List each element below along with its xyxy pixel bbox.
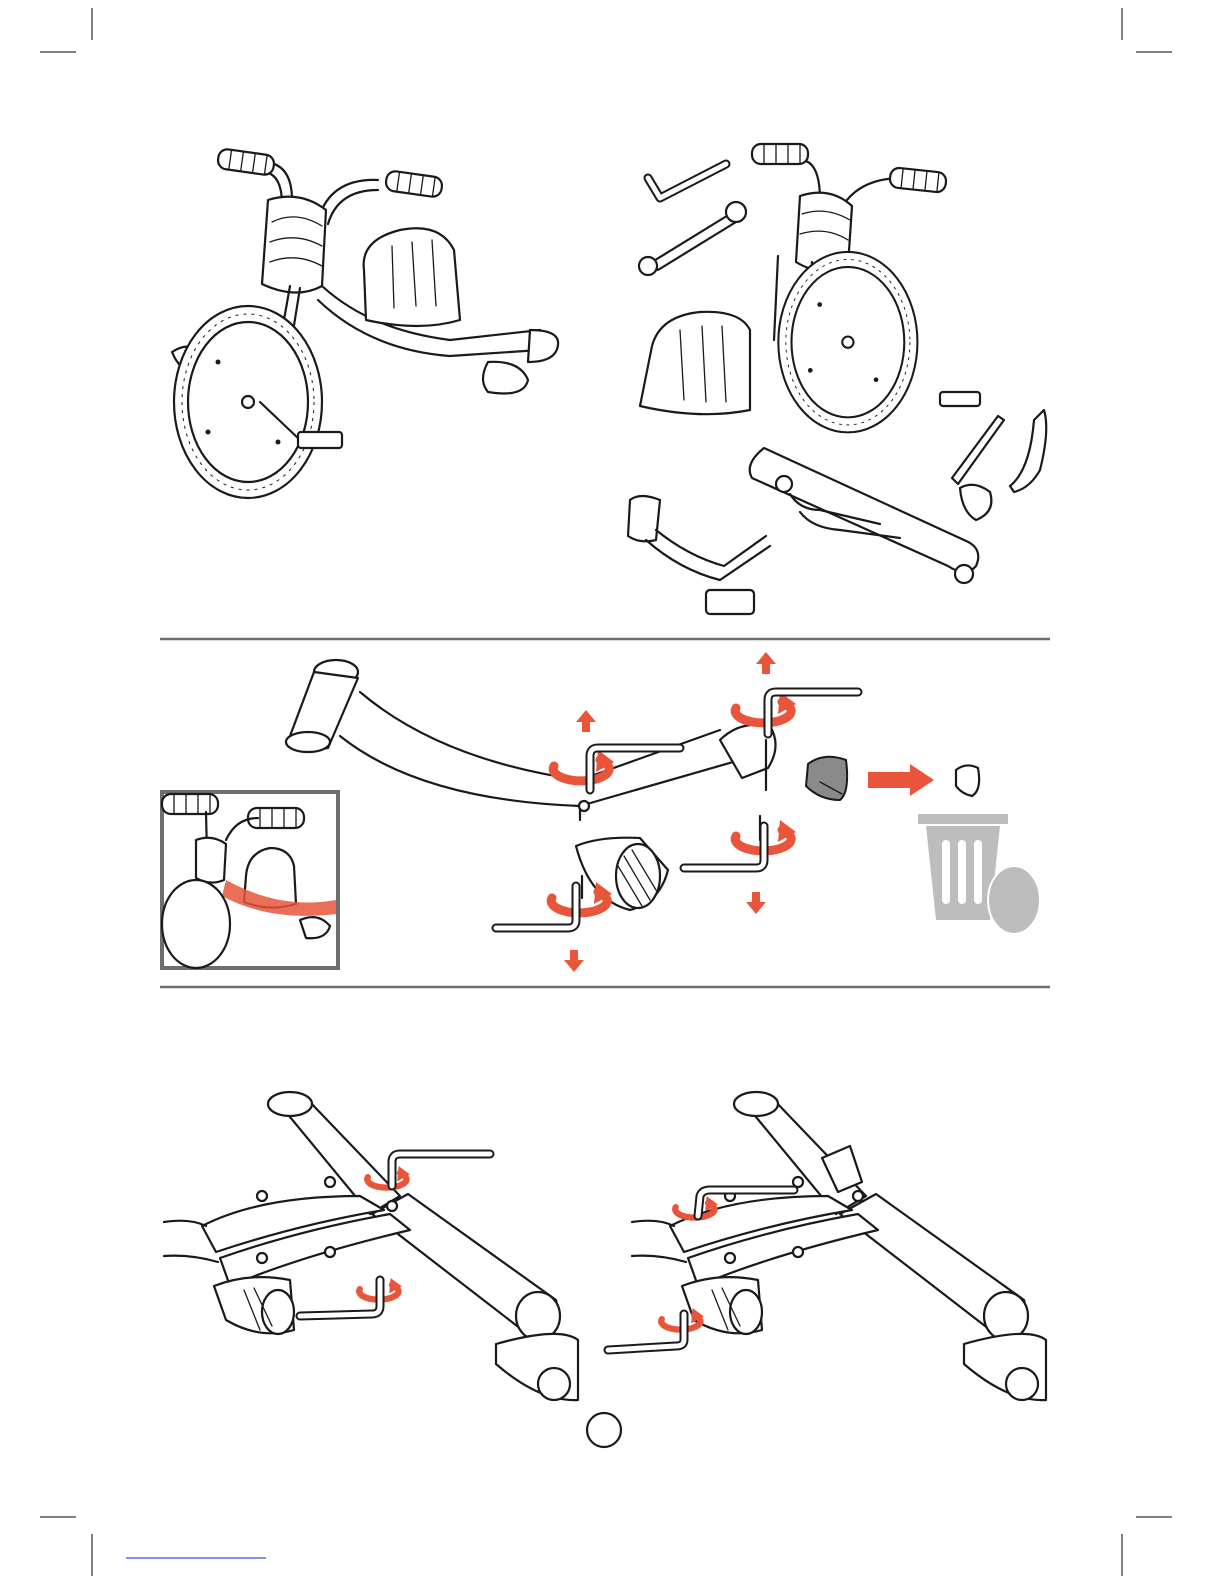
caps-to-trash: [806, 757, 1040, 934]
page-number: [587, 1413, 621, 1447]
detail-inset: [162, 792, 338, 968]
parts-layout: [628, 144, 1046, 614]
wrench-icon: [639, 202, 746, 275]
rotate-arrow-icon: [496, 652, 858, 972]
direction-arrow-icon: [868, 764, 934, 796]
plastic-cap-icon: [806, 757, 847, 800]
tighten-left-view: [164, 1092, 578, 1400]
tighten-right-view: [608, 1092, 1046, 1400]
assembled-tricycle: [172, 148, 558, 498]
hex-key-icon: [648, 164, 726, 198]
trash-can-icon: [918, 814, 1040, 934]
